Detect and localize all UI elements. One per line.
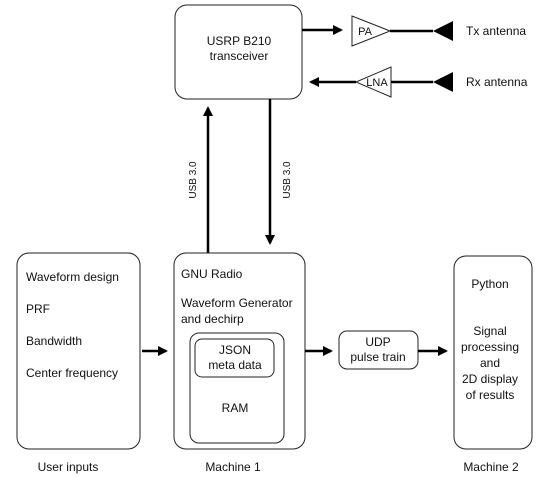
tx-antenna-label: Tx antenna (466, 24, 526, 38)
user-input-item: Bandwidth (26, 334, 82, 348)
python-desc-line: and (480, 356, 500, 370)
user-input-item: PRF (26, 302, 50, 316)
pa-amplifier (351, 15, 392, 47)
python-desc-line: of results (466, 388, 515, 402)
python-desc-line: Signal (473, 324, 506, 338)
dechirp-label: and dechirp (181, 312, 244, 326)
ram-label: RAM (222, 401, 249, 415)
caption-machine2: Machine 2 (463, 460, 519, 474)
python-box (453, 255, 533, 450)
pa-label: PA (358, 26, 373, 38)
usb-left-label: USB 3.0 (188, 161, 199, 199)
usb-right-label: USB 3.0 (282, 161, 293, 199)
lna-label: LNA (366, 77, 388, 89)
python-desc-line: 2D display (462, 372, 518, 386)
user-input-item: Center frequency (26, 366, 118, 380)
metadata-label: meta data (208, 358, 262, 372)
json-metadata-box (194, 338, 275, 378)
python-title: Python (471, 277, 508, 291)
python-desc-line: processing (461, 340, 519, 354)
user-inputs-box (16, 252, 141, 450)
usrp-box (174, 4, 303, 100)
rx-antenna-label: Rx antenna (466, 75, 528, 89)
waveform-generator-label: Waveform Generator (181, 296, 293, 310)
usrp-subtitle: transceiver (210, 49, 269, 63)
caption-user-inputs: User inputs (38, 460, 99, 474)
udp-label: UDP (365, 335, 390, 349)
gnuradio-title: GNU Radio (181, 267, 243, 281)
rx-antenna-icon (433, 72, 453, 92)
user-input-item: Waveform design (26, 270, 119, 284)
tx-antenna-icon (433, 21, 453, 41)
caption-machine1: Machine 1 (205, 460, 261, 474)
json-label: JSON (219, 343, 251, 357)
pulse-train-label: pulse train (350, 350, 405, 364)
usrp-title: USRP B210 (207, 34, 272, 48)
